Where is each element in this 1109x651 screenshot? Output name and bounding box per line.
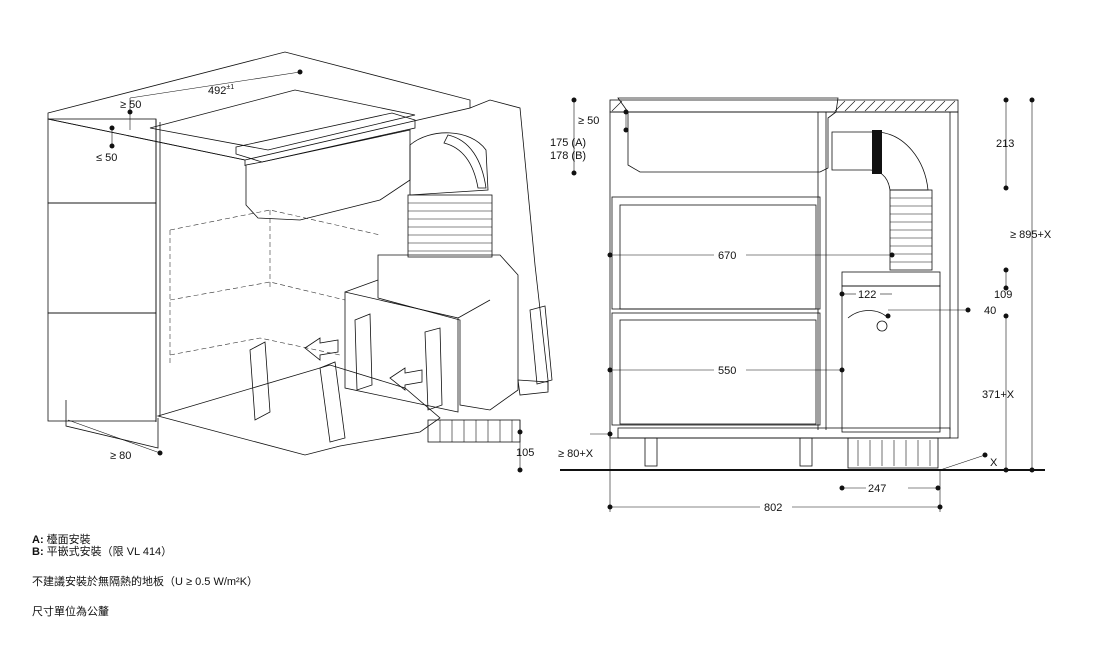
dim-top-gap-right: ≥ 50 (578, 115, 599, 127)
note-b: B: 平嵌式安裝（限 VL 414） (32, 546, 173, 558)
dim-122: 122 (858, 289, 876, 301)
dim-front-gap: ≤ 50 (96, 152, 117, 164)
dim-x: X (990, 457, 998, 469)
dim-80x: ≥ 80+X (558, 448, 594, 460)
dim-bottom-gap: ≥ 80 (110, 450, 131, 462)
left-isometric-view: 492±1 ≥ 50 ≤ 50 ≥ 80 105 (47, 51, 553, 473)
dim-plinth-105: 105 (516, 447, 534, 459)
ventilation-grille (427, 419, 521, 443)
dim-895: ≥ 895+X (1010, 229, 1052, 241)
bellows-duct (407, 132, 493, 258)
note-a: A: 檯面安裝 (32, 534, 91, 546)
dim-670: 670 (718, 250, 736, 262)
direction-arrow-icon (304, 337, 339, 361)
dim-247: 247 (868, 483, 886, 495)
dim-178: 178 (B) (550, 150, 586, 162)
dim-492: 492±1 (208, 84, 234, 97)
dim-550: 550 (718, 365, 736, 377)
dim-109: 109 (994, 289, 1012, 301)
dim-40: 40 (984, 305, 996, 317)
dim-802: 802 (764, 502, 782, 514)
dim-371: 371+X (982, 389, 1015, 401)
dim-213: 213 (996, 138, 1014, 150)
dim-175: 175 (A) (550, 137, 586, 149)
direction-arrow-icon (389, 367, 423, 391)
note-floor: 不建議安裝於無隔熱的地板（U ≥ 0.5 W/m²K） (32, 576, 259, 588)
dim-top-gap-left: ≥ 50 (120, 99, 141, 111)
fan-housing (344, 254, 519, 413)
note-units: 尺寸單位為公釐 (32, 606, 109, 618)
right-section-view: ≥ 50 175 (A) 178 (B) 213 ≥ 895+X 670 109… (550, 97, 1052, 514)
